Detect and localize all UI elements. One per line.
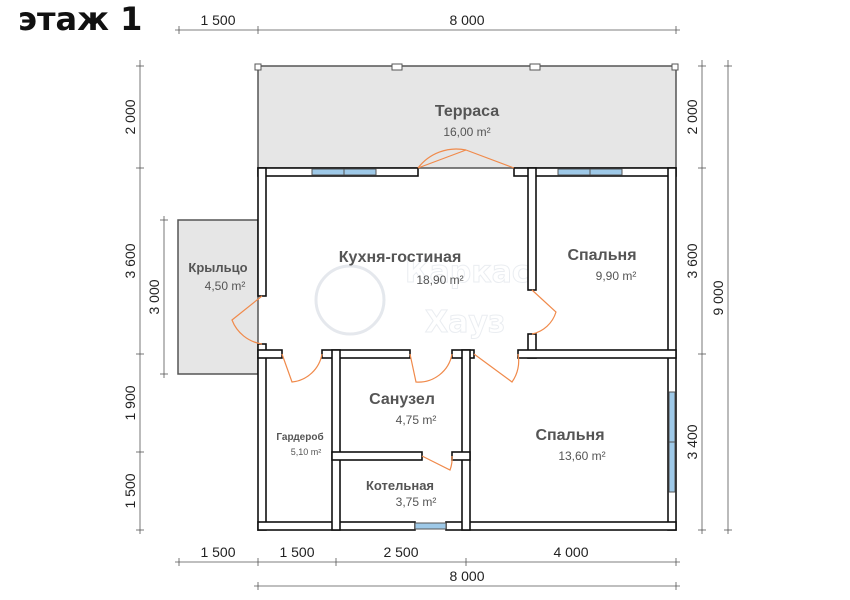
dimension-labels: 1 500 8 000 1 500 1 500 2 500 4 000 8 00… xyxy=(122,12,726,584)
kitchen-living-area: 18,90 m² xyxy=(416,273,463,287)
dim-bottom-total: 8 000 xyxy=(449,568,484,584)
door-arc xyxy=(409,353,453,383)
porch-area-value: 4,50 m² xyxy=(205,279,246,293)
walls xyxy=(257,167,677,531)
bedroom-2-area: 13,60 m² xyxy=(558,449,605,463)
dim-right-3: 3 400 xyxy=(684,424,700,459)
dim-right-total: 9 000 xyxy=(710,280,726,315)
bedroom-1-area: 9,90 m² xyxy=(596,269,637,283)
wardrobe-name: Гардероб xyxy=(276,431,323,443)
terrace-name: Терраса xyxy=(435,103,499,120)
watermark-logo-icon xyxy=(314,264,386,336)
plan-title: этаж 1 xyxy=(18,0,142,38)
terrace-area-value: 16,00 m² xyxy=(443,125,490,139)
wall xyxy=(461,349,471,531)
windows xyxy=(311,168,676,530)
watermark: Каркас Хауз xyxy=(314,255,530,341)
door-arc xyxy=(531,289,557,335)
dim-left-2: 3 600 xyxy=(122,243,138,278)
dim-bottom-1: 1 500 xyxy=(200,544,235,560)
bathroom-area: 4,75 m² xyxy=(396,413,437,427)
wall xyxy=(257,349,283,359)
door-swing xyxy=(417,149,515,169)
wall xyxy=(445,521,677,531)
window xyxy=(414,522,447,530)
dimension-lines xyxy=(136,26,732,590)
watermark-line2: Хауз xyxy=(425,305,505,340)
wall xyxy=(257,167,267,297)
dim-bottom-3: 2 500 xyxy=(383,544,418,560)
dim-left-4: 1 900 xyxy=(122,385,138,420)
terrace-post xyxy=(529,63,541,71)
dim-top-1: 1 500 xyxy=(200,12,235,28)
dim-bottom-2: 1 500 xyxy=(279,544,314,560)
door-arc xyxy=(281,353,323,383)
dim-bottom-4: 4 000 xyxy=(553,544,588,560)
door-arc xyxy=(231,295,263,345)
terrace-post xyxy=(671,63,679,71)
watermark-line1: Каркас xyxy=(405,255,530,290)
boiler-room-name: Котельная xyxy=(366,478,434,493)
terrace-post xyxy=(254,63,262,71)
doors xyxy=(231,148,557,471)
bathroom-name: Санузел xyxy=(369,391,435,408)
wall xyxy=(517,349,677,359)
door-arc xyxy=(473,353,520,383)
wardrobe-area: 5,10 m² xyxy=(291,447,322,457)
wall xyxy=(527,167,537,291)
dim-top-2: 8 000 xyxy=(449,12,484,28)
room-labels: Терраса 16,00 m² Крыльцо 4,50 m² Кухня-г… xyxy=(188,103,636,509)
wall xyxy=(257,343,267,531)
porch-name: Крыльцо xyxy=(188,260,247,275)
bedroom-2-name: Спальня xyxy=(535,427,604,444)
dim-left-1: 2 000 xyxy=(122,99,138,134)
wall xyxy=(331,451,423,461)
dim-left-5: 1 500 xyxy=(122,473,138,508)
dim-right-2: 3 600 xyxy=(684,243,700,278)
bedroom-1-name: Спальня xyxy=(567,247,636,264)
porch-area xyxy=(177,219,259,375)
kitchen-living-name: Кухня-гостиная xyxy=(339,249,462,266)
wall xyxy=(451,451,471,461)
dim-left-3: 3 000 xyxy=(146,279,162,314)
door-arc xyxy=(421,455,453,471)
dim-right-1: 2 000 xyxy=(684,99,700,134)
terrace-post xyxy=(391,63,403,71)
door-arc xyxy=(417,148,467,169)
boiler-room-area: 3,75 m² xyxy=(396,495,437,509)
wall xyxy=(331,349,341,531)
